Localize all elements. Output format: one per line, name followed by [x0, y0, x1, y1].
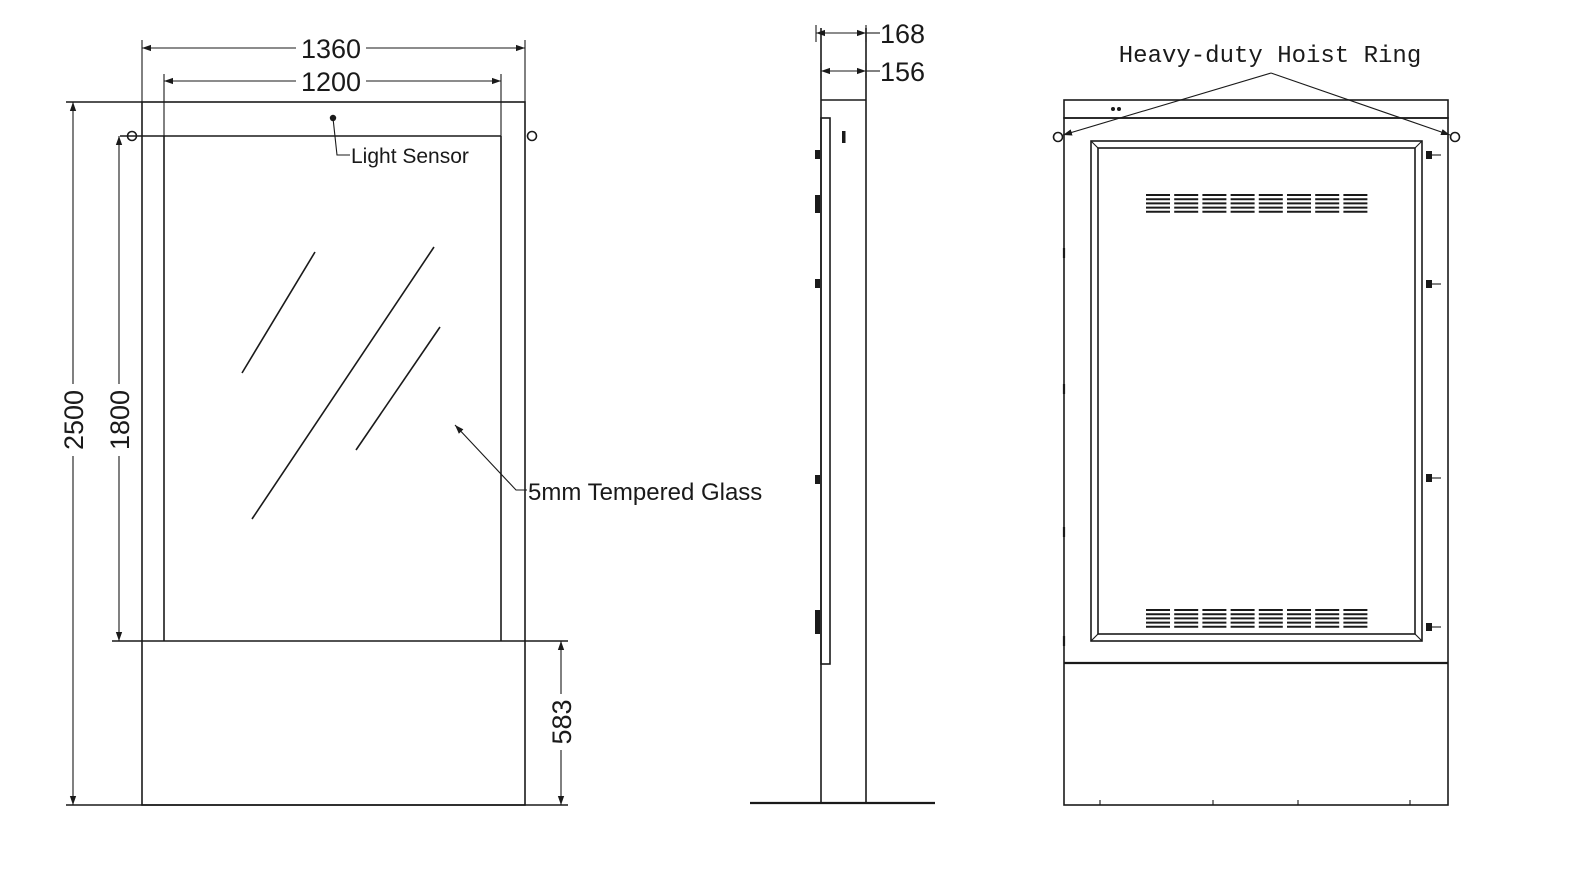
light-sensor-leader	[332, 117, 350, 156]
rear-door-outer	[1090, 140, 1423, 642]
rear-latch-icon	[1426, 280, 1441, 288]
side-hinge-icon	[815, 150, 820, 159]
front-cabinet-outline	[141, 101, 526, 806]
side-hinge-icon	[815, 610, 820, 634]
side-view: 168 156	[750, 19, 935, 805]
dim-base-height: 583	[547, 699, 577, 744]
rear-base-feet	[1099, 800, 1411, 805]
side-hinge-icon	[815, 195, 820, 213]
rear-vent-top	[1146, 194, 1368, 213]
hoist-leader-left	[1062, 72, 1272, 136]
dim-overall-height: 2500	[59, 390, 89, 450]
front-hoist-ring-right-icon	[526, 130, 538, 142]
dim-overall-width: 1360	[301, 34, 361, 64]
rear-door-inner	[1097, 147, 1416, 635]
front-view: Light Sensor 5mm Tempered Glass 1360 120…	[59, 34, 762, 806]
dim-screen-height: 1800	[105, 390, 135, 450]
hoist-leader-right	[1270, 72, 1451, 136]
dim-depth-inner: 156	[880, 57, 925, 87]
rear-latch-icon	[1426, 623, 1441, 631]
rear-cap-screw-icon	[1111, 107, 1115, 111]
rear-hoist-ring-right-icon	[1449, 131, 1461, 143]
front-hoist-ring-left-icon	[126, 130, 138, 142]
side-lock-icon	[842, 131, 846, 143]
rear-cap-screw-icon	[1117, 107, 1121, 111]
side-hinge-icon	[815, 475, 820, 484]
glass-reflection-icon	[241, 246, 441, 520]
rear-latch-icon	[1426, 474, 1441, 482]
light-sensor-label: Light Sensor	[351, 145, 469, 168]
rear-view: Heavy-duty Hoist Ring	[1052, 43, 1461, 806]
rear-hoist-ring-left-icon	[1052, 131, 1064, 143]
rear-cabinet-outline	[1063, 117, 1449, 806]
dim-screen-width: 1200	[301, 67, 361, 97]
rear-latch-icon	[1426, 151, 1441, 159]
hoist-ring-label: Heavy-duty Hoist Ring	[1119, 43, 1421, 70]
dim-depth-outer: 168	[880, 19, 925, 49]
glass-label: 5mm Tempered Glass	[528, 479, 762, 506]
side-hinge-icon	[815, 279, 820, 288]
side-door-panel	[820, 117, 831, 665]
rear-vent-bottom	[1146, 609, 1368, 628]
glass-leader	[454, 424, 527, 491]
rear-top-cap	[1063, 99, 1449, 119]
